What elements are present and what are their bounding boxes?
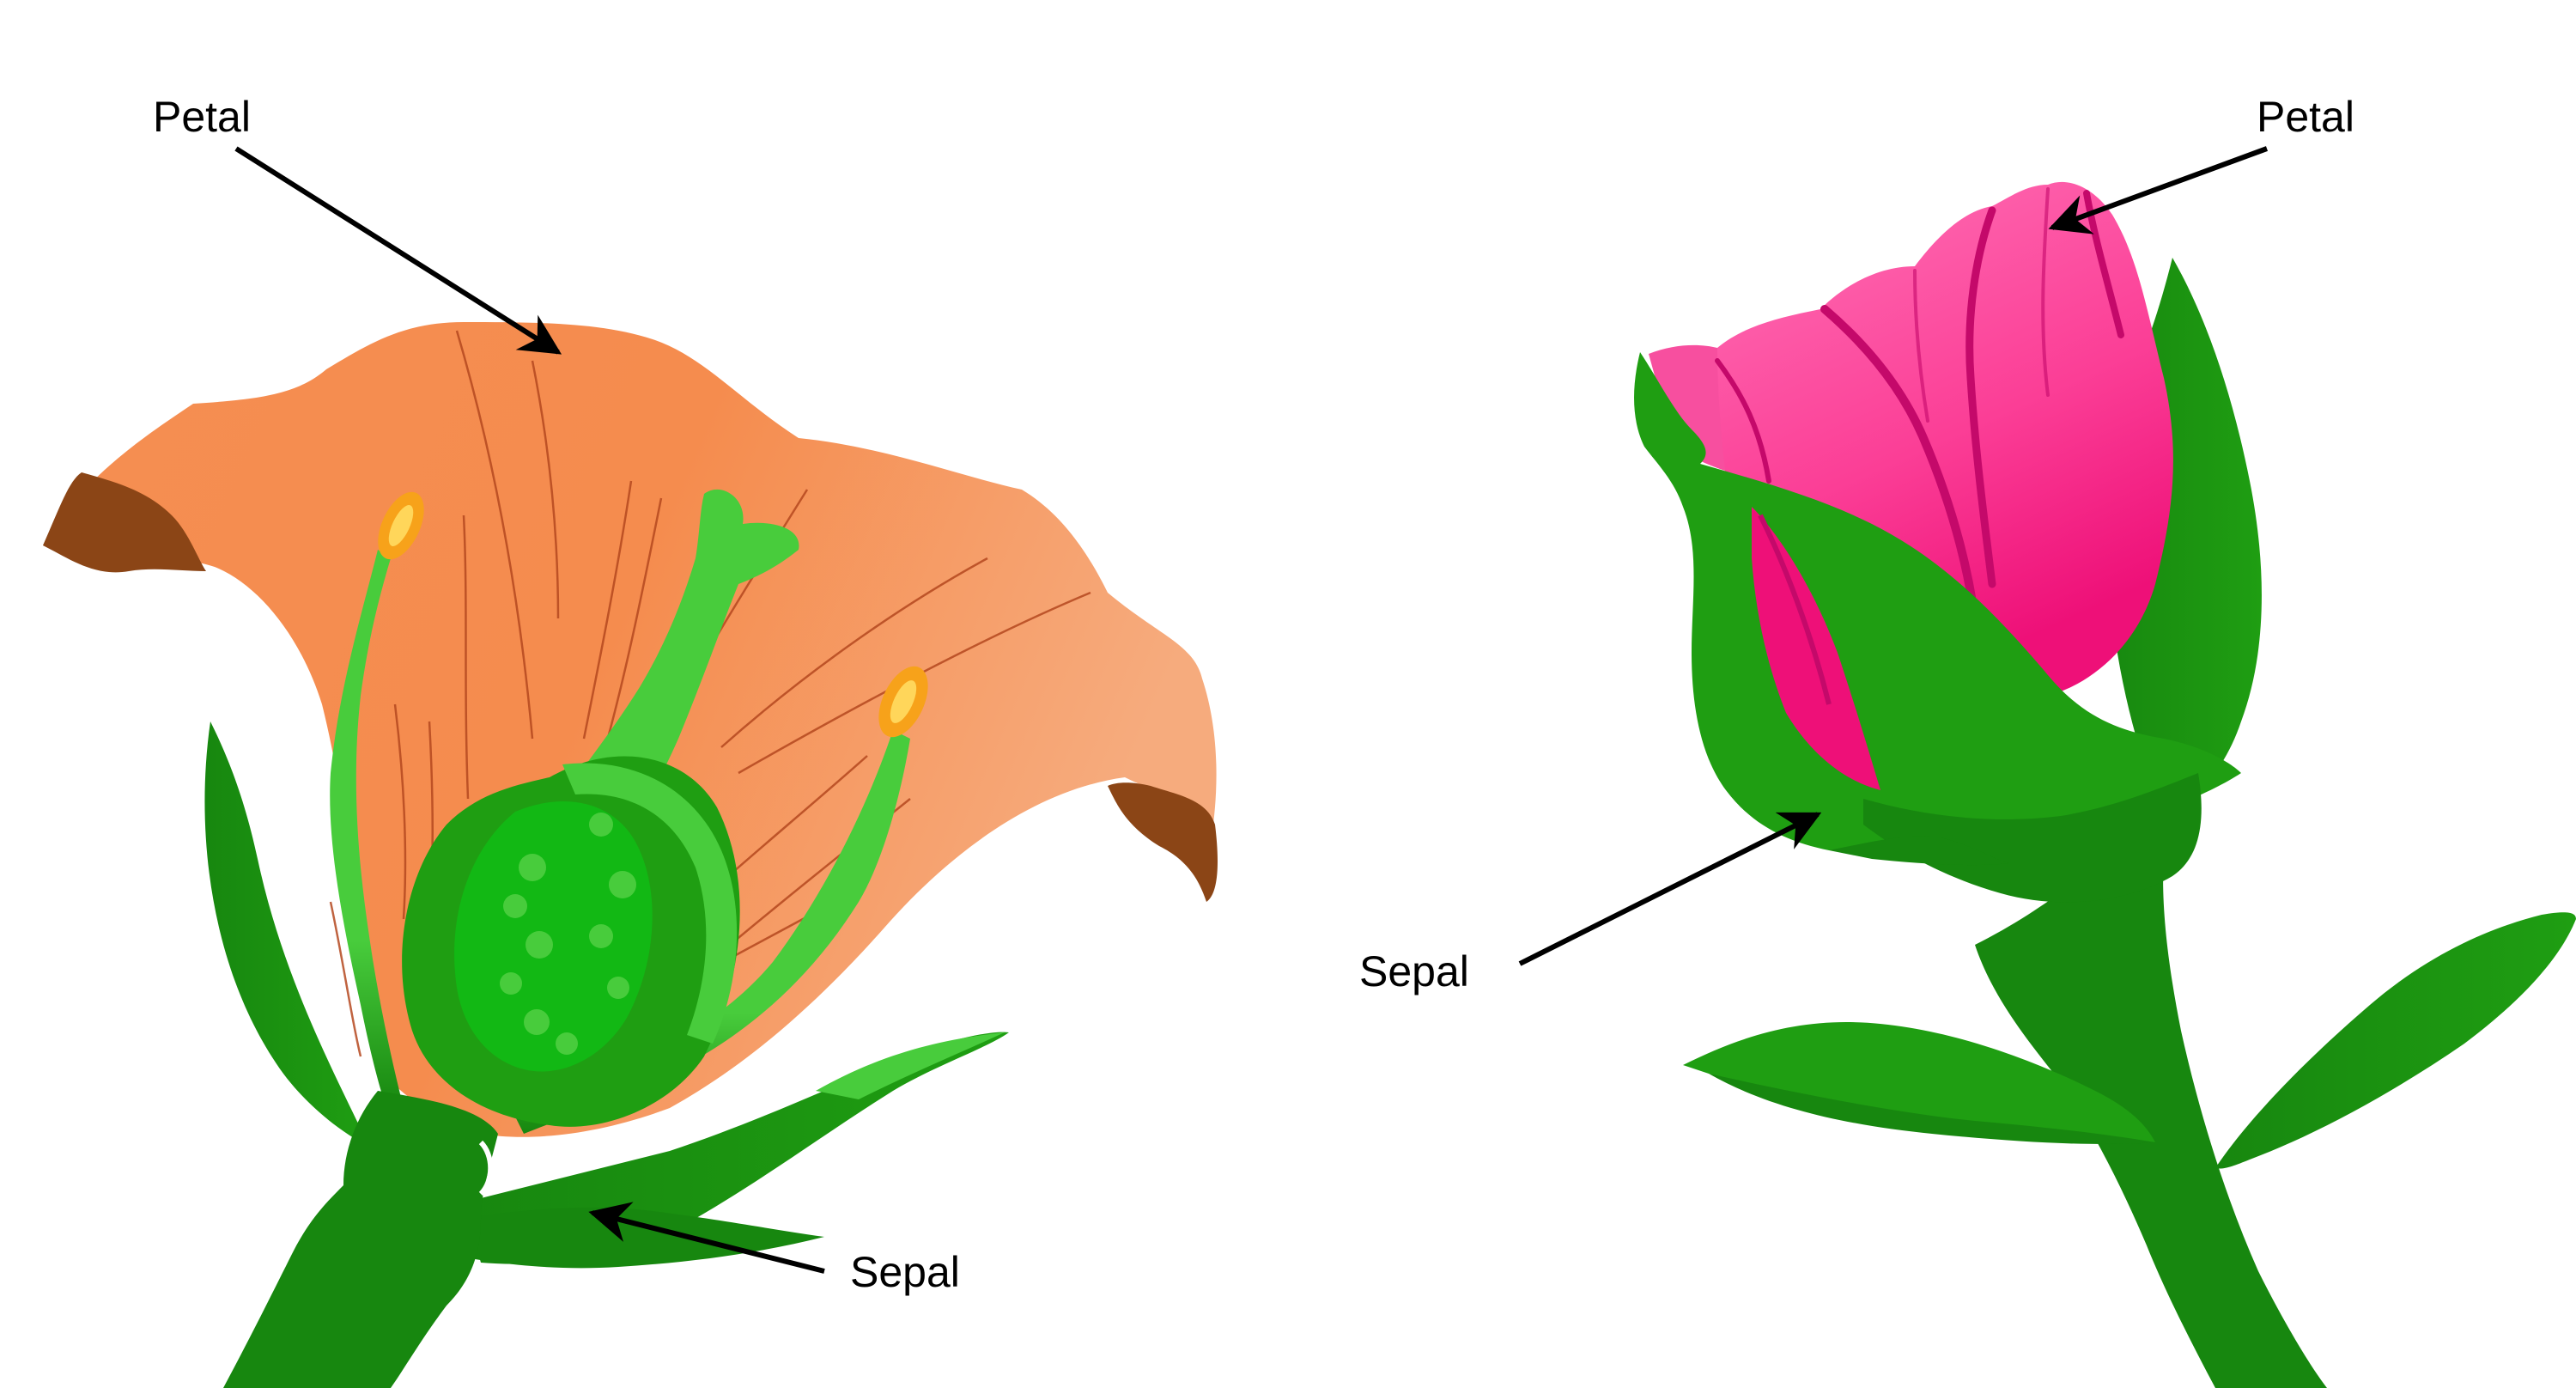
right-leaf-left-dark bbox=[1709, 1074, 2155, 1144]
arrow-left-petal bbox=[234, 146, 562, 355]
label-left-sepal: Sepal bbox=[850, 1248, 960, 1296]
right-petal-folds bbox=[1715, 187, 2124, 623]
right-leaf-right bbox=[2215, 912, 2576, 1169]
left-stem bbox=[223, 1091, 498, 1388]
arrow-left-sepal bbox=[588, 1202, 825, 1274]
left-stamen-filament-left bbox=[330, 550, 404, 1108]
left-stem-notch bbox=[478, 1140, 494, 1196]
right-leaf-left bbox=[1683, 1022, 2155, 1142]
right-petal-side-fold bbox=[1758, 514, 1832, 705]
left-petal-tip-left bbox=[43, 472, 206, 573]
label-left-petal: Petal bbox=[153, 93, 251, 141]
right-sepal-front-dark bbox=[1829, 836, 2009, 866]
left-ovary-rim bbox=[562, 763, 738, 1044]
right-receptacle bbox=[1863, 773, 2202, 903]
left-ovary-inner bbox=[454, 801, 653, 1072]
arrow-right-petal bbox=[2048, 146, 2269, 234]
right-flower bbox=[1634, 181, 2576, 1388]
right-stem bbox=[1975, 807, 2327, 1388]
left-sepal-front-highlight bbox=[816, 1032, 1005, 1099]
left-back-sepal bbox=[204, 721, 369, 1147]
left-petal-tip-right bbox=[1108, 782, 1218, 902]
label-right-petal: Petal bbox=[2257, 93, 2354, 141]
left-stamen-filament-right bbox=[515, 730, 910, 1134]
left-ovules bbox=[500, 813, 636, 1055]
arrow-right-sepal bbox=[1518, 812, 1822, 966]
left-pistil-style bbox=[567, 489, 799, 816]
annotations: Petal Sepal Petal Sepal bbox=[153, 93, 2354, 1296]
left-sepal-lower bbox=[447, 1207, 824, 1269]
left-anther-left-highlight bbox=[388, 505, 414, 546]
label-right-sepal: Sepal bbox=[1359, 947, 1469, 995]
right-sepal-front-left bbox=[1634, 352, 2241, 850]
left-flower bbox=[43, 322, 1218, 1388]
left-anther-right-highlight bbox=[890, 680, 917, 723]
right-petal-side bbox=[1752, 507, 1880, 790]
